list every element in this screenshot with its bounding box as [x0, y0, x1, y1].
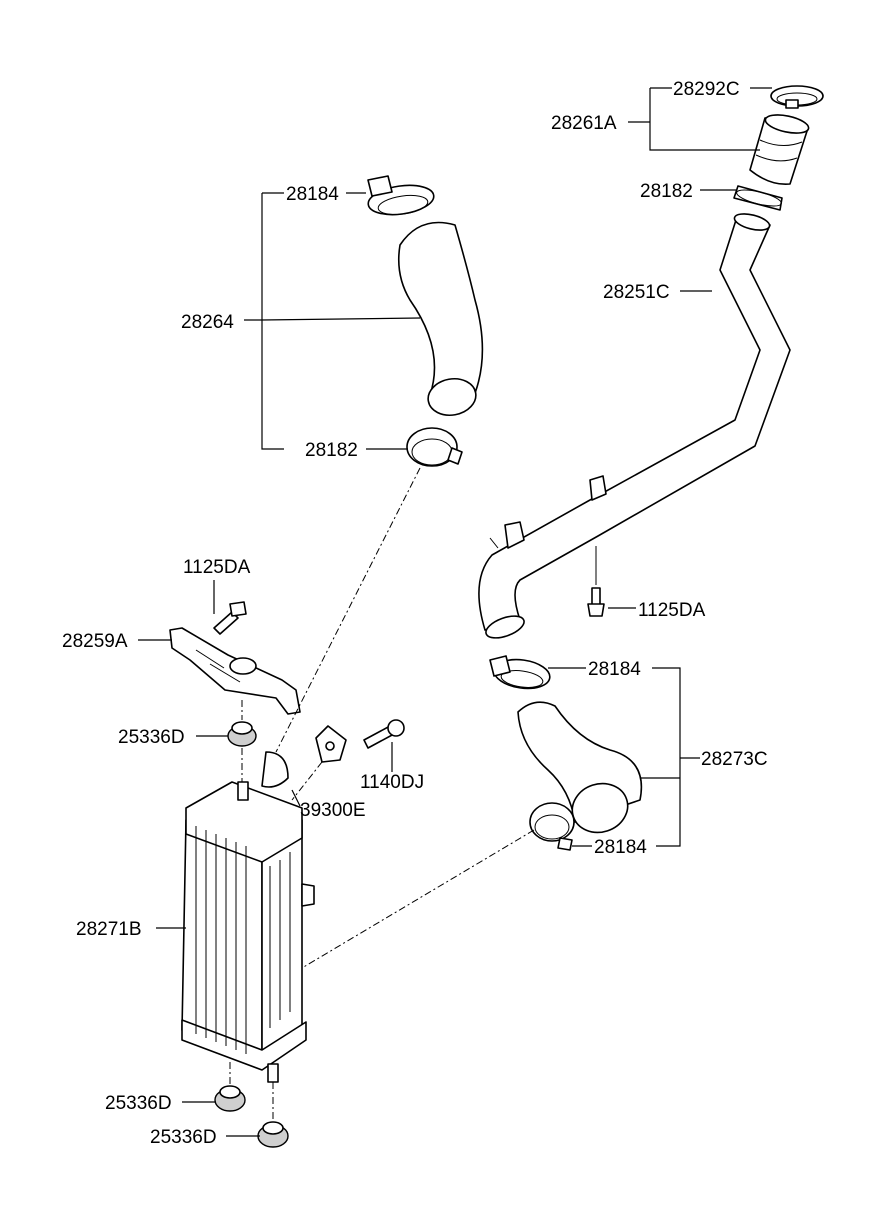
- label-1140DJ: 1140DJ: [360, 772, 424, 793]
- label-28182-top-right: 28182: [640, 181, 693, 202]
- part-labels: 28292C 28261A 28182 28251C 28184 28264 2…: [62, 79, 768, 1148]
- bolt-1125DA-right: [587, 587, 605, 617]
- clamp-28184-top: [367, 175, 435, 216]
- assembly-centerlines: [229, 467, 535, 1122]
- pipe-28251C: [478, 213, 791, 639]
- leader-lines: [138, 87, 772, 1137]
- grommet-25336D-lower-2: [257, 1121, 289, 1148]
- intercooler-28271B: [181, 751, 315, 1083]
- label-28264: 28264: [181, 312, 234, 333]
- sensor-39300E: [315, 725, 347, 763]
- grommet-25336D-lower-1: [214, 1085, 246, 1112]
- label-25336D-upper: 25336D: [118, 727, 185, 748]
- label-28261A: 28261A: [551, 113, 617, 134]
- label-1125DA-right: 1125DA: [638, 600, 706, 621]
- label-25336D-lower-2: 25336D: [150, 1127, 217, 1148]
- label-28271B: 28271B: [76, 919, 142, 940]
- label-28273C: 28273C: [701, 749, 768, 770]
- bolt-1140DJ: [363, 719, 405, 749]
- clamp-28184-right-lower: [529, 802, 575, 851]
- label-28251C: 28251C: [603, 282, 670, 303]
- label-28182-left: 28182: [305, 440, 358, 461]
- clamp-28184-right-upper: [489, 655, 551, 690]
- clamp-28182-top: [733, 185, 783, 211]
- hose-28273C: [517, 701, 643, 834]
- grommet-25336D-upper: [227, 721, 257, 747]
- label-25336D-lower-1: 25336D: [105, 1093, 172, 1114]
- label-28184-right-lower: 28184: [594, 837, 647, 858]
- clamp-28292C: [770, 85, 824, 109]
- label-39300E: 39300E: [300, 800, 366, 821]
- label-28292C: 28292C: [673, 79, 740, 100]
- label-28259A: 28259A: [62, 631, 128, 652]
- hose-28264: [397, 221, 484, 417]
- label-28184-top-left: 28184: [286, 184, 339, 205]
- label-28184-right-upper: 28184: [588, 659, 641, 680]
- clamp-28182-left: [406, 427, 463, 467]
- bracket-28259A: [169, 627, 301, 715]
- hose-28261A: [749, 114, 810, 186]
- label-1125DA-left: 1125DA: [183, 557, 251, 578]
- bolt-1125DA-left: [213, 601, 247, 635]
